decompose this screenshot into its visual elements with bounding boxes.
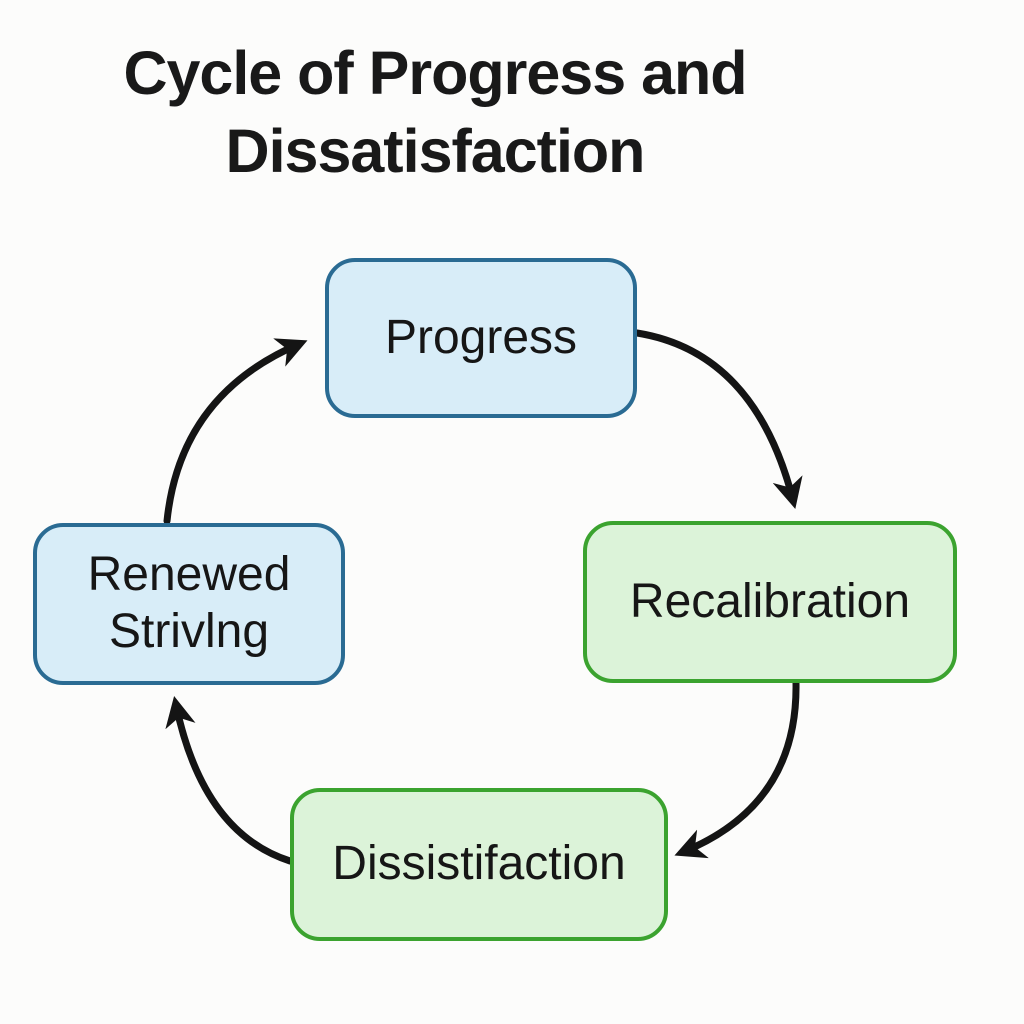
node-recalibration-label: Recalibration [629,574,911,628]
node-renewed-striving-label: Renewed Strivlng [87,548,291,658]
arrow-recalibration-to-dissistifaction-icon [674,679,800,859]
node-progress: Progress [325,258,637,418]
node-progress-label: Progress [384,310,578,364]
node-recalibration: Recalibration [583,521,957,683]
node-dissistifaction: Dissistifaction [290,788,668,941]
node-renewed-striving: Renewed Strivlng [33,523,345,685]
diagram-title-line1: Cycle of Progress and [123,39,747,107]
arrow-dissistifaction-to-renewed-icon [165,695,294,865]
diagram-title-line2: Dissatisfaction [225,117,646,186]
arrow-progress-to-recalibration-icon [633,329,803,509]
node-dissistifaction-label: Dissistifaction [332,837,626,891]
diagram-title: Cycle of Progress and Dissatisfaction [55,34,815,190]
arrow-renewed-to-progress-icon [163,338,308,525]
